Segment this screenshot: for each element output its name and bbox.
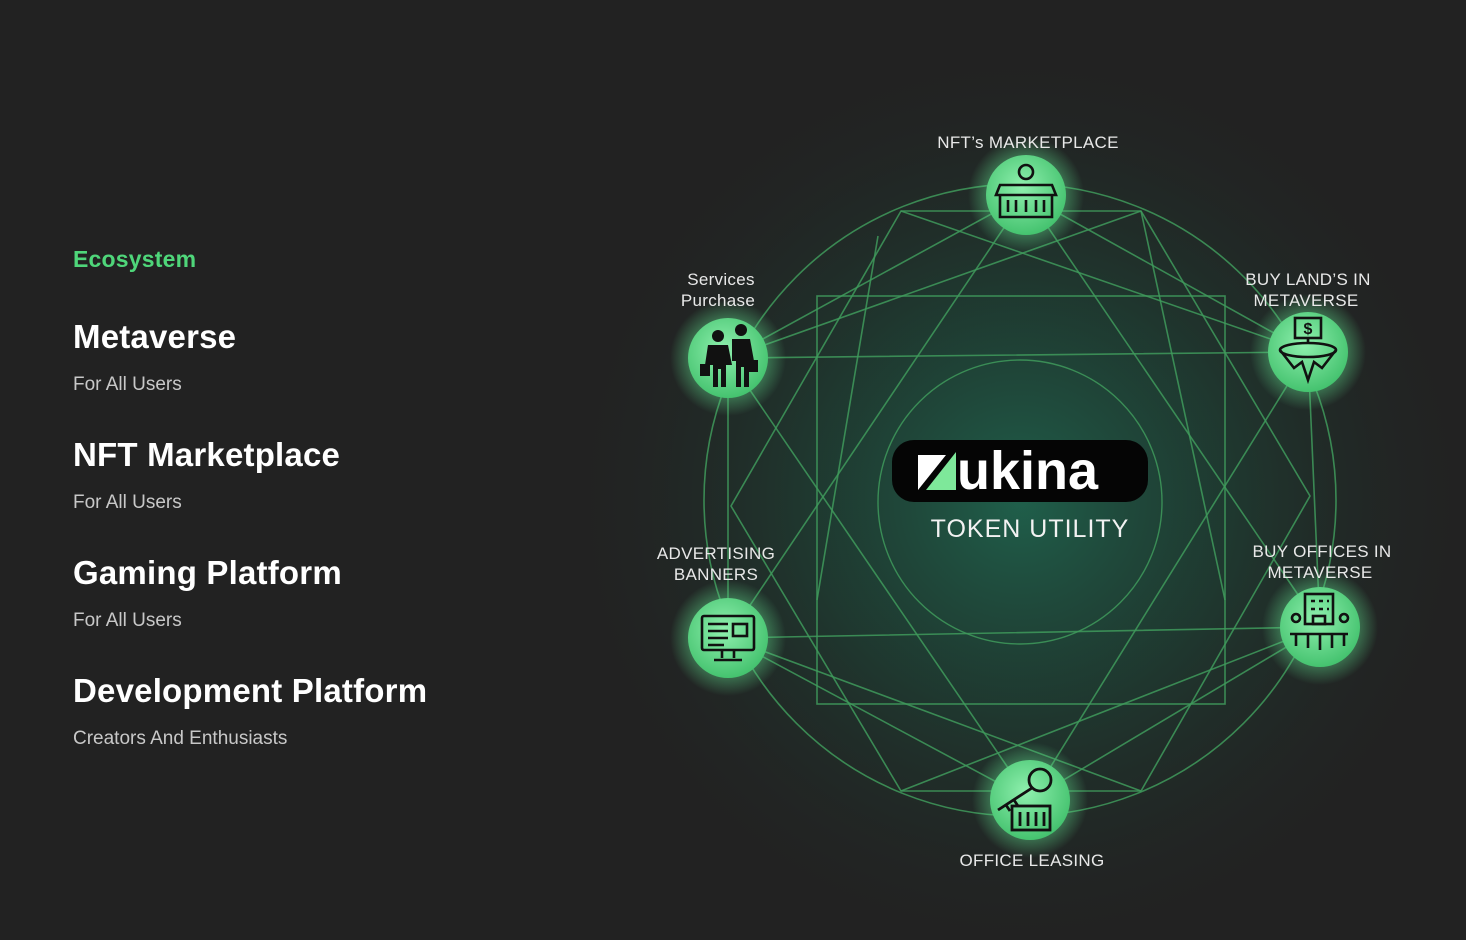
shop-icon [994, 163, 1058, 219]
node-label-office-leasing: OFFICE LEASING [960, 851, 1105, 870]
node-label-advertising-line1: ADVERTISING [657, 544, 775, 563]
item-title-development-platform: Development Platform [73, 672, 428, 709]
z-mark-icon [918, 452, 956, 490]
node-buy-lands: $ BUY LAND’S IN METAVERSE [1245, 270, 1370, 410]
item-subtitle-development-platform: Creators And Enthusiasts [73, 728, 288, 749]
item-subtitle-nft-marketplace: For All Users [73, 492, 182, 513]
ecosystem-panel: Ecosystem Metaverse For All Users NFT Ma… [73, 0, 593, 940]
triangle-a [726, 193, 1322, 639]
node-services-purchase: Services Purchase [670, 270, 786, 416]
item-title-metaverse: Metaverse [73, 318, 237, 355]
node-nft-marketplace: NFT’s MARKETPLACE [937, 133, 1118, 253]
zukina-logo: ukina TOKEN UTILITY [892, 440, 1148, 543]
node-label-services-line2: Purchase [681, 291, 755, 310]
node-label-buy-lands-line1: BUY LAND’S IN [1245, 270, 1370, 289]
node-advertising-banners: ADVERTISING BANNERS [657, 544, 786, 696]
item-subtitle-metaverse: For All Users [73, 374, 182, 395]
cross-line-2 [900, 210, 1309, 353]
shoppers-icon [700, 324, 758, 387]
item-title-nft-marketplace: NFT Marketplace [73, 436, 341, 473]
node-label-buy-offices-line1: BUY OFFICES IN [1253, 542, 1392, 561]
item-subtitle-gaming-platform: For All Users [73, 610, 182, 631]
node-office-leasing: OFFICE LEASING [960, 742, 1105, 870]
cross-line-1 [727, 210, 1142, 359]
svg-text:$: $ [1304, 321, 1313, 338]
floating-land-icon: $ [1278, 316, 1338, 385]
token-utility-caption: TOKEN UTILITY [931, 515, 1130, 543]
node-label-advertising-line2: BANNERS [674, 565, 758, 584]
monitor-banner-icon [700, 614, 756, 662]
node-label-buy-lands-line2: METAVERSE [1253, 291, 1358, 310]
key-building-icon [997, 767, 1053, 832]
cross-line-4 [900, 626, 1321, 792]
cross-line-6 [1140, 210, 1226, 601]
inner-square [816, 295, 1226, 705]
node-label-services-line1: Services [687, 270, 755, 289]
triangle-b [726, 351, 1310, 802]
node-label-buy-offices-line2: METAVERSE [1267, 563, 1372, 582]
node-label-nft-marketplace: NFT’s MARKETPLACE [937, 133, 1118, 152]
section-eyebrow: Ecosystem [73, 246, 197, 272]
inner-ring [877, 359, 1163, 645]
node-buy-offices: BUY OFFICES IN METAVERSE [1253, 542, 1392, 685]
logo-wordmark: ukina [957, 441, 1099, 501]
item-title-gaming-platform: Gaming Platform [73, 554, 342, 591]
cross-line-5 [816, 235, 879, 601]
office-building-icon [1290, 592, 1350, 650]
